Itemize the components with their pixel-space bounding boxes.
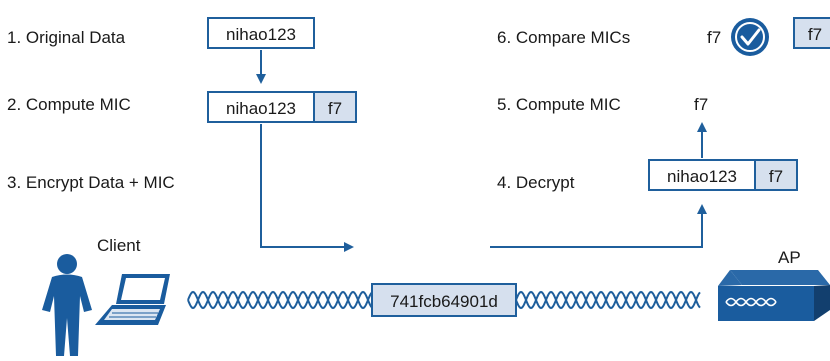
access-point-icon xyxy=(718,270,830,321)
step-5-label: 5. Compute MIC xyxy=(497,95,621,114)
decrypted-mic-box: f7 xyxy=(754,159,798,191)
step-6-label: 6. Compare MICs xyxy=(497,28,631,47)
arrow-decrypt-path xyxy=(490,204,707,248)
ap-label: AP xyxy=(778,248,801,267)
laptop-icon xyxy=(95,274,170,325)
client-label: Client xyxy=(97,236,141,255)
step-2-label: 2. Compute MIC xyxy=(7,95,131,114)
decrypted-data-box: nihao123 xyxy=(648,159,756,191)
person-icon xyxy=(42,254,92,356)
checkmark-badge-icon xyxy=(731,18,769,56)
step-4-label: 4. Decrypt xyxy=(497,173,575,192)
compare-mic-left: f7 xyxy=(707,28,722,47)
arrow-encrypt-path xyxy=(260,124,354,252)
wireless-wave-icon xyxy=(187,290,701,310)
step-1-label: 1. Original Data xyxy=(7,28,126,47)
step-3-label: 3. Encrypt Data + MIC xyxy=(7,173,175,192)
ciphertext-box: 741fcb64901d xyxy=(371,283,517,317)
client-mic-box: f7 xyxy=(313,91,357,123)
computed-mic-value: f7 xyxy=(694,95,709,114)
original-data-box: nihao123 xyxy=(207,17,315,49)
compare-mic-right: f7 xyxy=(793,17,830,49)
client-data-box: nihao123 xyxy=(207,91,315,123)
